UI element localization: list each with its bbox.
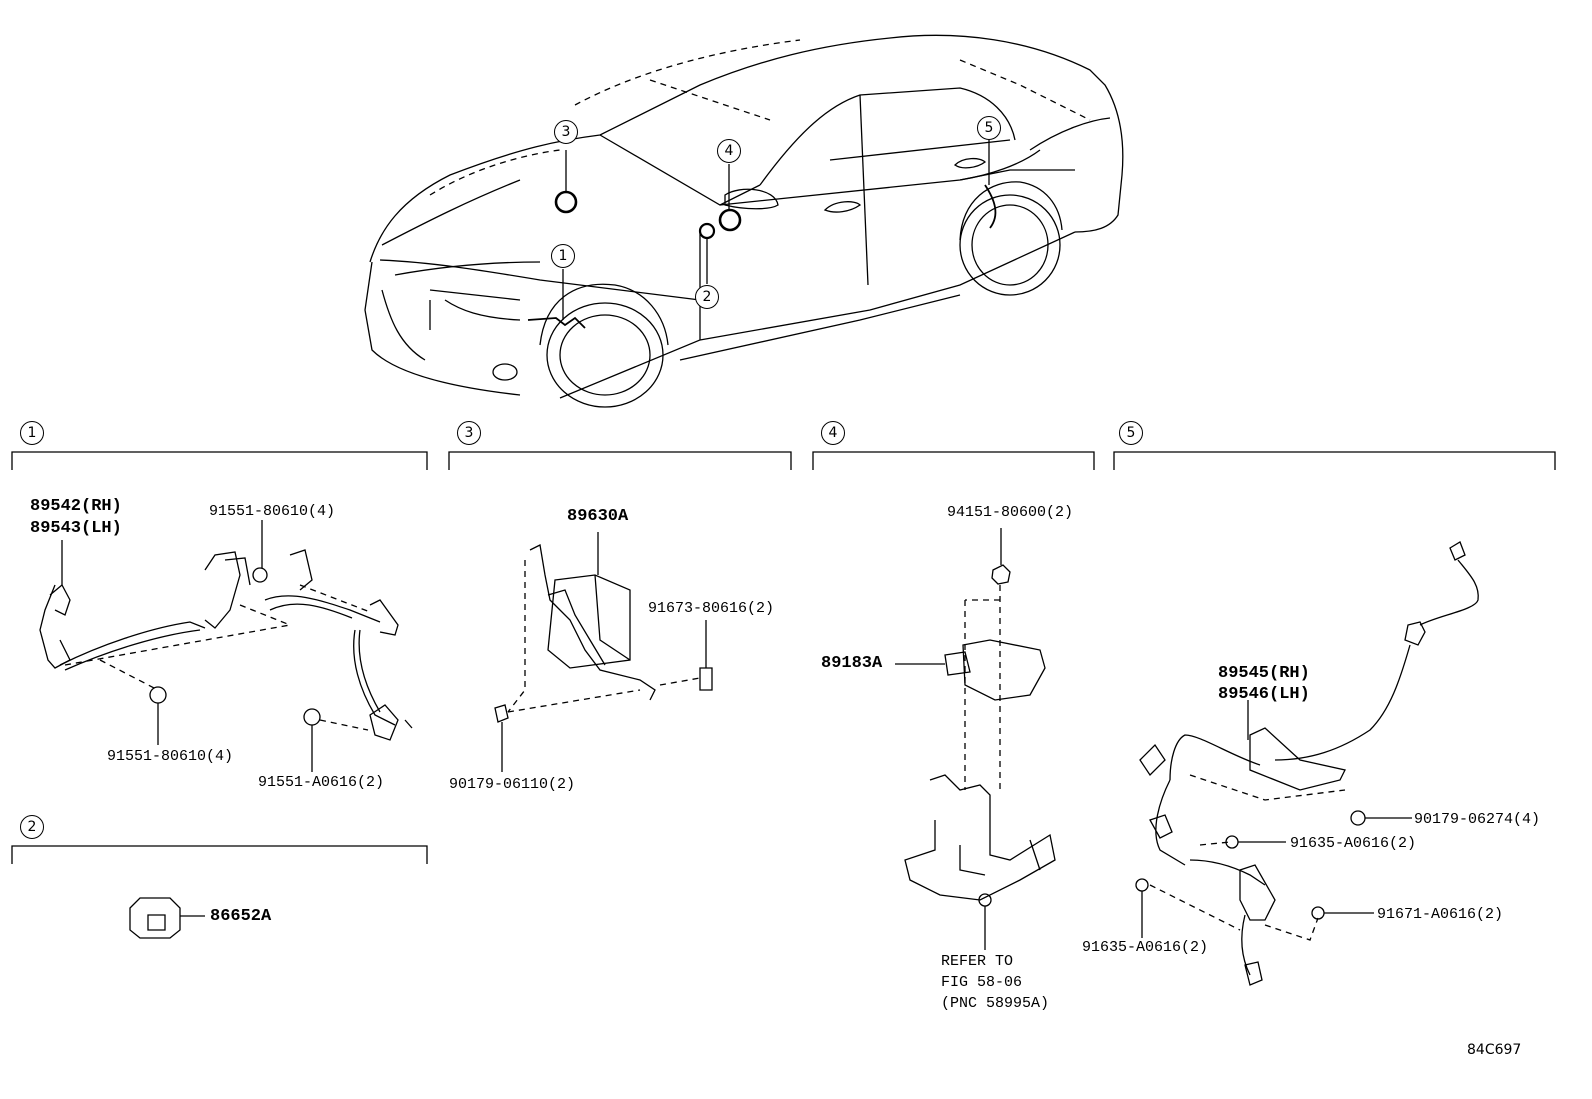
section1-artwork xyxy=(39,520,413,772)
callout-1-vehicle[interactable]: 1 xyxy=(551,244,575,268)
callout-3-vehicle[interactable]: 3 xyxy=(554,120,578,144)
reference-text-line-2[interactable]: FIG 58-06 xyxy=(941,974,1023,991)
computer-part-number[interactable]: 89630A xyxy=(567,507,629,526)
figure-code: 84C697 xyxy=(1467,1042,1522,1058)
bolt-part-number[interactable]: 91635-A0616(2) xyxy=(1290,835,1417,852)
callout-2-vehicle[interactable]: 2 xyxy=(695,285,719,309)
vehicle-illustration xyxy=(364,34,1124,408)
section-2-header[interactable]: 2 xyxy=(20,815,44,839)
section-3-header[interactable]: 3 xyxy=(457,421,481,445)
bolt-part-number[interactable]: 91551-80610(4) xyxy=(209,503,336,520)
part-number-lh[interactable]: 89546(LH) xyxy=(1218,685,1310,704)
section2-artwork xyxy=(129,897,205,939)
section4-artwork xyxy=(895,528,1056,950)
section-5-header[interactable]: 5 xyxy=(1119,421,1143,445)
reference-text-line-3: (PNC 58995A) xyxy=(941,995,1050,1012)
part-number-rh[interactable]: 89542(RH) xyxy=(30,497,122,516)
section-brackets xyxy=(11,451,1556,864)
bolt-part-number[interactable]: 91635-A0616(2) xyxy=(1082,939,1209,956)
switch-part-number[interactable]: 86652A xyxy=(210,907,272,926)
section-4-header[interactable]: 4 xyxy=(821,421,845,445)
bolt-part-number[interactable]: 91671-A0616(2) xyxy=(1377,906,1504,923)
clip-part-number[interactable]: 90179-06110(2) xyxy=(449,776,576,793)
bolt-part-number[interactable]: 91551-A0616(2) xyxy=(258,774,385,791)
section5-artwork xyxy=(1135,541,1479,986)
callout-4-vehicle[interactable]: 4 xyxy=(717,139,741,163)
nut-part-number[interactable]: 94151-80600(2) xyxy=(947,504,1074,521)
section3-artwork xyxy=(494,532,713,772)
nut-part-number[interactable]: 90179-06274(4) xyxy=(1414,811,1541,828)
bolt-part-number[interactable]: 91551-80610(4) xyxy=(107,748,234,765)
callout-5-vehicle[interactable]: 5 xyxy=(977,116,1001,140)
bolt-part-number[interactable]: 91673-80616(2) xyxy=(648,600,775,617)
section-1-header[interactable]: 1 xyxy=(20,421,44,445)
sensor-part-number[interactable]: 89183A xyxy=(821,654,883,673)
reference-text-line-1: REFER TO xyxy=(941,953,1014,970)
part-number-rh[interactable]: 89545(RH) xyxy=(1218,664,1310,683)
part-number-lh[interactable]: 89543(LH) xyxy=(30,519,122,538)
